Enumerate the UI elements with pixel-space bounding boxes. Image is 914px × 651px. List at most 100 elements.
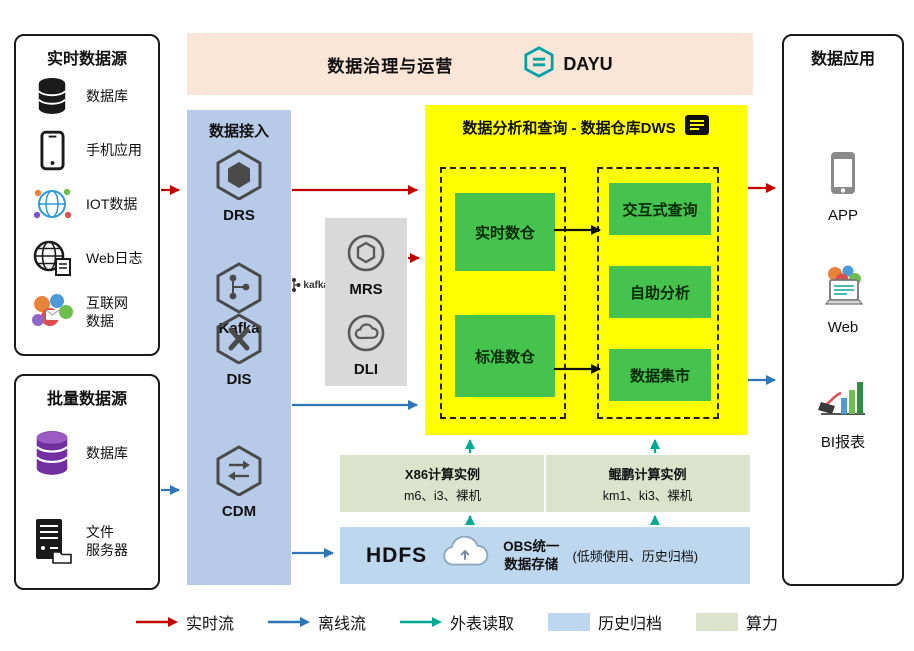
governance-bar: 数据治理与运营 DAYU — [187, 33, 753, 95]
storage-note: (低频使用、历史归档) — [572, 549, 699, 564]
realtime-arrow-icon — [135, 617, 178, 627]
dws-document-icon — [684, 114, 710, 140]
applications-panel: 数据应用 APP — [782, 34, 904, 586]
ingestion-item-label: Kafka — [218, 320, 260, 337]
source-item-label: 手机应用 — [86, 142, 142, 158]
dayu-brand: DAYU — [523, 45, 613, 83]
legend-offline: 离线流 — [267, 610, 366, 634]
file-server-icon — [27, 517, 77, 565]
legend-external: 外表读取 — [399, 610, 514, 634]
kafka-wordmark-label: kafka — [303, 279, 329, 291]
services-group: 交互式查询 自助分析 数据集市 — [597, 167, 719, 419]
ingestion-item-label: DIS — [226, 371, 252, 388]
compute-divider — [544, 455, 546, 512]
compute-kunpeng-title: 鲲鹏计算实例 — [608, 466, 687, 482]
source-item-weblog: Web日志 — [16, 231, 158, 285]
kafka-logo-icon — [292, 278, 301, 292]
source-item-label: 数据库 — [86, 88, 128, 104]
application-item-bi: BI报表 — [784, 374, 902, 452]
internet-data-icon — [27, 293, 77, 331]
kafka-wordmark: kafka — [290, 277, 329, 293]
batch-sources-panel: 批量数据源 数据库 文件 服务器 — [14, 374, 160, 590]
source-item-database: 数据库 — [16, 69, 158, 123]
compute-swatch-icon — [696, 613, 739, 631]
source-item-label: Web日志 — [86, 250, 143, 266]
dis-hexagon-icon — [213, 312, 265, 369]
ingestion-title: 数据接入 — [208, 123, 269, 140]
source-item-internet: 互联网 数据 — [16, 285, 158, 339]
module-standard-warehouse: 标准数仓 — [455, 315, 555, 397]
dws-panel: 数据分析和查询 - 数据仓库DWS 实时数仓 标准数仓 交互式查询 自助分析 数… — [425, 105, 747, 435]
application-item-label: BI报表 — [820, 434, 866, 451]
hdfs-label: HDFS — [366, 543, 428, 567]
obs-label: OBS统一 数据存储 — [503, 538, 560, 572]
application-item-web: Web — [784, 264, 902, 336]
module-interactive-query: 交互式查询 — [609, 183, 711, 235]
cdm-hexagon-icon — [213, 444, 265, 501]
engines-panel: MRS DLI — [325, 218, 407, 386]
compute-x86: X86计算实例 m6、i3、裸机 — [340, 455, 545, 512]
application-item-label: Web — [827, 319, 859, 336]
legend-compute: 算力 — [696, 610, 778, 634]
batch-sources-title: 批量数据源 — [46, 391, 127, 408]
legend-realtime-label: 实时流 — [185, 616, 234, 633]
legend-external-label: 外表读取 — [449, 616, 514, 633]
dayu-logo-icon — [523, 45, 555, 83]
module-self-service-analysis: 自助分析 — [609, 266, 711, 318]
module-realtime-warehouse: 实时数仓 — [455, 193, 555, 271]
bi-report-icon — [817, 374, 869, 425]
drs-hexagon-icon — [213, 148, 265, 205]
app-phone-icon — [829, 150, 857, 201]
source-item-mobile: 手机应用 — [16, 123, 158, 177]
obs-cloud-icon — [440, 535, 490, 575]
source-item-label: 互联网 数据 — [86, 294, 128, 329]
iot-icon — [27, 184, 77, 224]
source-item-batch-database: 数据库 — [16, 409, 158, 497]
data-ingestion-panel: 数据接入 DRS — [187, 110, 329, 585]
applications-title: 数据应用 — [810, 51, 875, 68]
legend-archive-label: 历史归档 — [598, 616, 663, 633]
mrs-icon — [346, 233, 386, 278]
compute-kunpeng: 鲲鹏计算实例 km1、ki3、裸机 — [545, 455, 750, 512]
engine-item-label: MRS — [349, 281, 383, 298]
source-item-iot: IOT数据 — [16, 177, 158, 231]
archive-swatch-icon — [548, 613, 590, 631]
legend: 实时流 离线流 外表读取 历史归档 算力 — [0, 610, 914, 634]
database-icon — [27, 429, 77, 477]
ingestion-item-dis: DIS — [187, 312, 291, 388]
storage-panel: HDFS OBS统一 数据存储 (低频使用、历史归档) — [340, 527, 750, 584]
legend-compute-label: 算力 — [746, 616, 779, 633]
engine-item-label: DLI — [353, 361, 379, 378]
warehouse-group: 实时数仓 标准数仓 — [440, 167, 566, 419]
dws-title-row: 数据分析和查询 - 数据仓库DWS — [425, 114, 747, 140]
realtime-sources-panel: 实时数据源 数据库 手机应用 — [14, 34, 160, 356]
ingestion-item-kafka: kafka Kafka — [187, 261, 329, 337]
source-item-label: IOT数据 — [86, 196, 138, 212]
application-item-label: APP — [827, 207, 858, 224]
dayu-brand-label: DAYU — [563, 53, 613, 74]
ingestion-item-label: DRS — [223, 207, 255, 224]
engine-item-mrs: MRS — [325, 233, 407, 298]
module-data-mart: 数据集市 — [609, 349, 711, 401]
source-item-label: 数据库 — [86, 445, 128, 461]
database-icon — [27, 76, 77, 116]
compute-x86-spec: m6、i3、裸机 — [403, 488, 482, 503]
compute-panel: X86计算实例 m6、i3、裸机 鲲鹏计算实例 km1、ki3、裸机 — [340, 455, 750, 512]
mobile-app-icon — [27, 130, 77, 171]
offline-arrow-icon — [267, 617, 310, 627]
legend-realtime: 实时流 — [135, 610, 234, 634]
engine-item-dli: DLI — [325, 313, 407, 378]
web-icon — [818, 264, 868, 313]
governance-title: 数据治理与运营 — [327, 56, 454, 76]
dws-title: 数据分析和查询 - 数据仓库DWS — [462, 119, 676, 137]
web-log-icon — [27, 238, 77, 278]
application-item-app: APP — [784, 150, 902, 224]
compute-x86-title: X86计算实例 — [404, 466, 481, 482]
source-item-label: 文件 服务器 — [86, 523, 128, 558]
ingestion-item-drs: DRS — [187, 148, 291, 224]
ingestion-item-label: CDM — [221, 503, 257, 520]
realtime-sources-title: 实时数据源 — [46, 51, 127, 68]
source-item-file-server: 文件 服务器 — [16, 497, 158, 585]
compute-kunpeng-spec: km1、ki3、裸机 — [602, 488, 693, 503]
